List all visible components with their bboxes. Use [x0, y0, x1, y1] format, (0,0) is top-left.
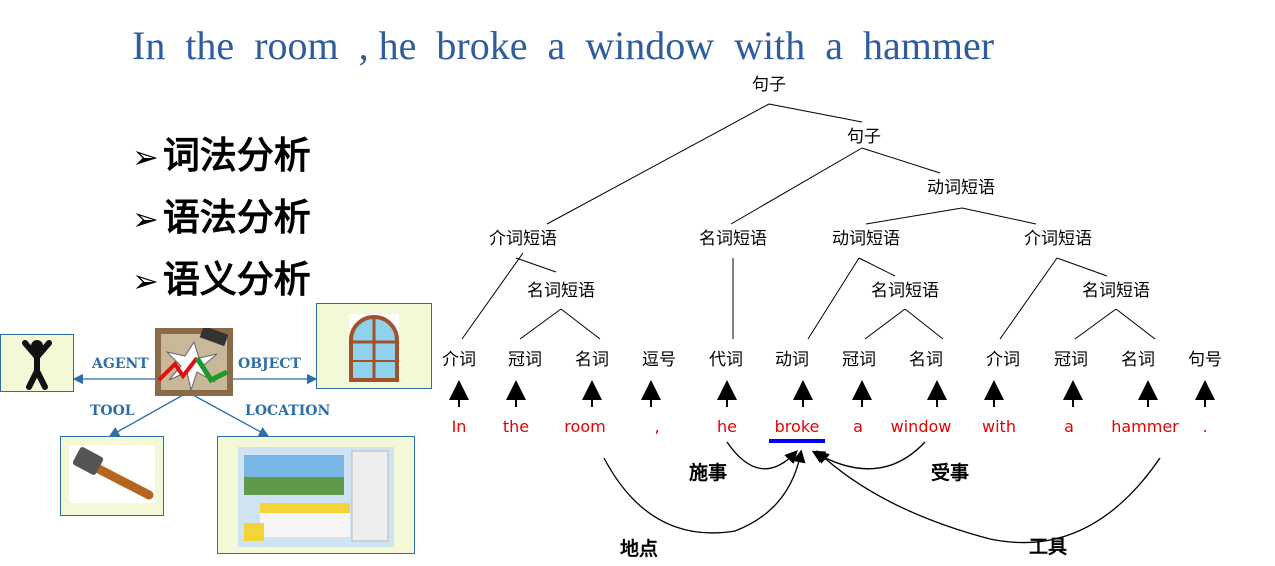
up-arrows: [449, 380, 1215, 407]
arrow-bullet-icon: ➢: [132, 138, 159, 176]
pos-tag: 名词: [1121, 350, 1155, 370]
bullet-text: 词法分析: [162, 134, 311, 177]
role-label-location: 地点: [620, 537, 658, 560]
tree-node-np1: 名词短语: [527, 281, 595, 301]
location-arc: [603, 449, 806, 534]
pos-tag: 冠词: [842, 350, 876, 370]
bullet-text: 语法分析: [162, 196, 311, 239]
word-room: room: [564, 417, 605, 436]
word-a-2: a: [1064, 417, 1074, 436]
hammer-icon: [69, 445, 155, 503]
verb-highlight-underline: [769, 439, 825, 443]
pos-tag: 名词: [909, 350, 943, 370]
word-with: with: [982, 417, 1016, 436]
hammer-smash-icon: [155, 325, 233, 396]
tree-node-pp1: 介词短语: [489, 229, 557, 249]
patient-arc: [811, 441, 926, 470]
semantic-arcs: [603, 441, 1161, 544]
word-comma: ,: [654, 417, 659, 436]
tool-box: [60, 436, 164, 516]
tree-node-np2: 名词短语: [871, 281, 939, 301]
word-window: window: [891, 417, 952, 436]
agent-box: [0, 334, 74, 392]
word-the: the: [503, 417, 529, 436]
bullet-syntactic-analysis: ➢语法分析: [132, 187, 311, 241]
word-a: a: [853, 417, 863, 436]
object-box: [316, 303, 432, 389]
arrow-bullet-icon: ➢: [132, 262, 159, 300]
tree-node-pp2: 介词短语: [1024, 229, 1092, 249]
location-arrow: [192, 394, 270, 437]
pos-tag: 动词: [775, 350, 809, 370]
pos-tag: 冠词: [1054, 350, 1088, 370]
word-in: In: [452, 417, 467, 436]
pos-tag: 名词: [575, 350, 609, 370]
arrow-bullet-icon: ➢: [132, 200, 159, 238]
word-he: he: [717, 417, 737, 436]
tree-node-np-he: 名词短语: [699, 229, 767, 249]
pos-tag: 冠词: [508, 350, 542, 370]
tree-node-root: 句子: [752, 75, 786, 95]
tool-label: TOOL: [90, 403, 135, 419]
tool-arc: [816, 450, 1161, 544]
window-icon: [349, 314, 399, 382]
bullet-lexical-analysis: ➢词法分析: [132, 125, 311, 179]
role-label-agent: 施事: [689, 461, 727, 484]
word-broke: broke: [775, 417, 820, 436]
role-label-tool: 工具: [1029, 536, 1067, 558]
tree-node-vp-top: 动词短语: [927, 178, 995, 198]
agent-arc: [726, 441, 798, 470]
word-hammer: hammer: [1111, 417, 1179, 436]
bedroom-icon: [238, 447, 394, 547]
word-period: .: [1202, 417, 1207, 436]
location-label: LOCATION: [245, 403, 331, 419]
semantic-role-connectors: [72, 373, 318, 437]
tree-node-sub-sentence: 句子: [847, 127, 881, 147]
pos-tag: 代词: [709, 350, 743, 370]
location-box: [217, 436, 415, 554]
agent-label: AGENT: [92, 356, 149, 372]
tool-arrow: [108, 394, 184, 437]
bullet-semantic-analysis: ➢语义分析: [132, 249, 311, 303]
sentence-title: In the room , he broke a window with a h…: [132, 23, 995, 68]
bullet-text: 语义分析: [162, 258, 311, 301]
pos-tag: 句号: [1188, 350, 1222, 370]
pos-tag: 介词: [442, 350, 476, 370]
tree-edges: [461, 103, 1156, 340]
person-icon: [22, 340, 52, 390]
role-label-patient: 受事: [931, 461, 969, 484]
pos-tag: 介词: [986, 350, 1020, 370]
pos-tag: 逗号: [642, 350, 676, 370]
broken-window-center-image: [155, 325, 233, 396]
object-label: OBJECT: [238, 356, 301, 372]
tree-node-np3: 名词短语: [1082, 281, 1150, 301]
tree-node-vp-inner: 动词短语: [832, 229, 900, 249]
